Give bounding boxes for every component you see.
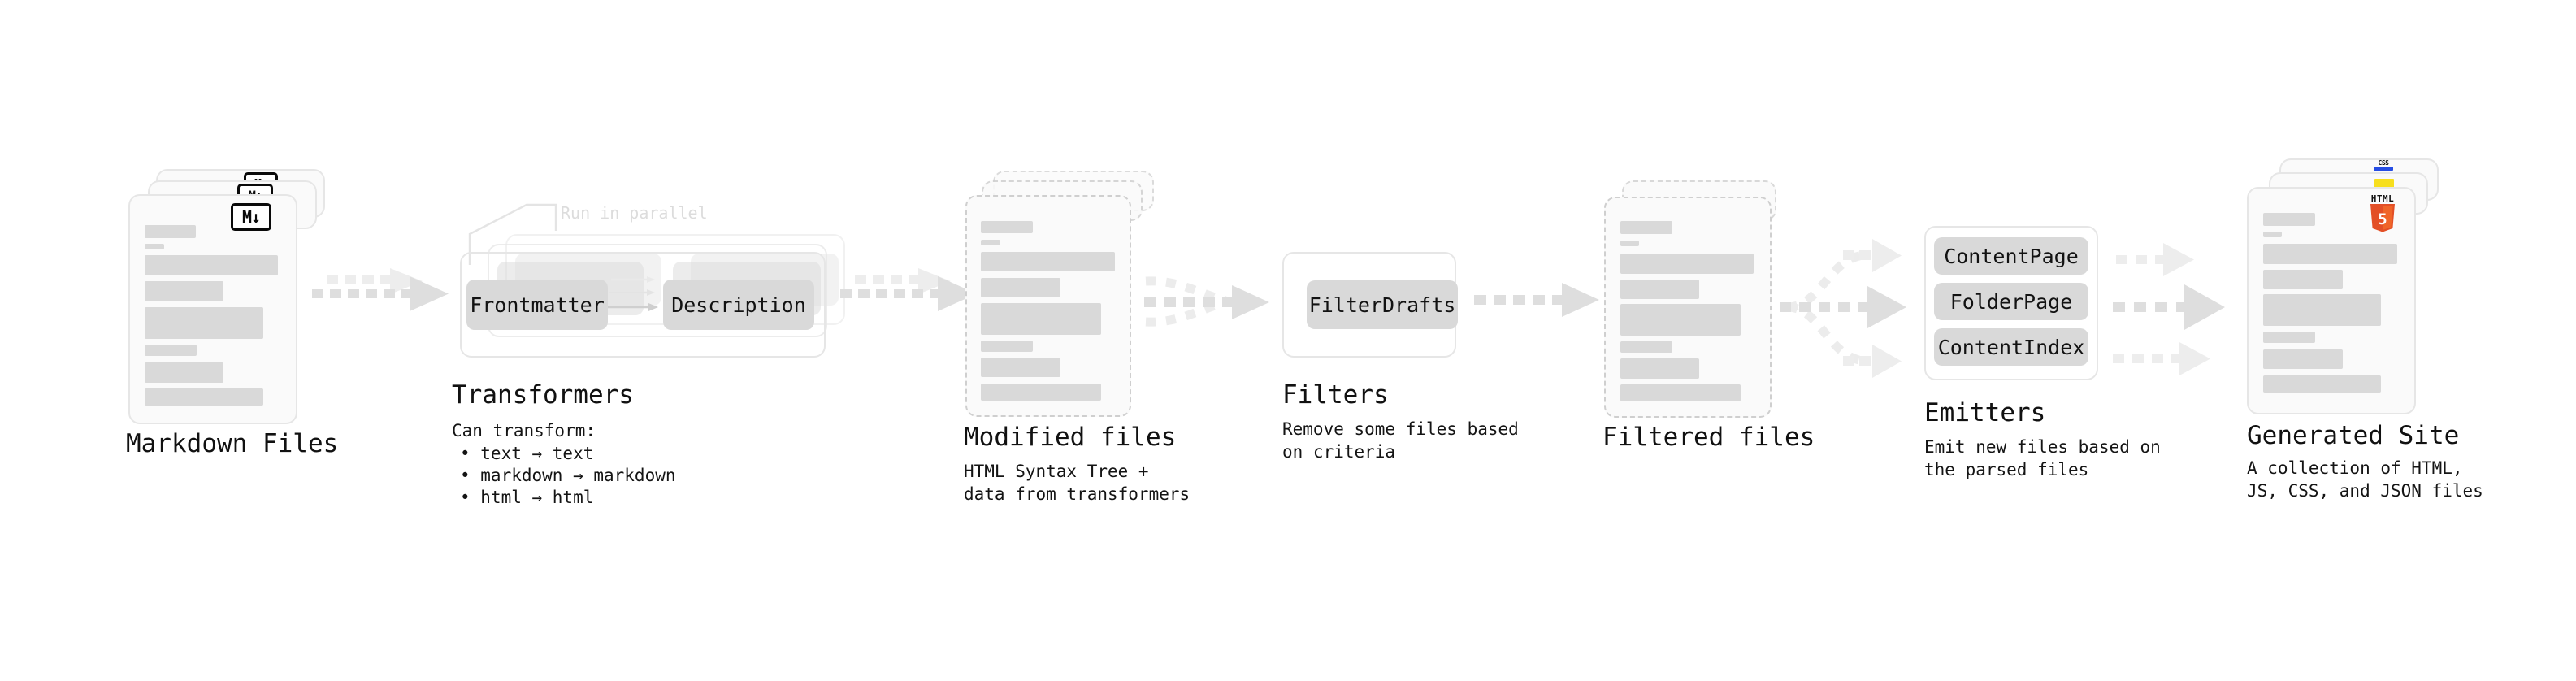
- html5-badge-label: HTML: [2370, 193, 2395, 204]
- transformer-pill-description[interactable]: Description: [663, 280, 814, 330]
- run-in-parallel-leader: [468, 203, 557, 265]
- generated-site-subtitle: A collection of HTML, JS, CSS, and JSON …: [2247, 458, 2483, 501]
- skeleton-line: [1620, 358, 1699, 379]
- skeleton-line: [145, 244, 164, 249]
- skeleton-line: [145, 345, 197, 356]
- run-in-parallel-label: Run in parallel: [561, 203, 708, 223]
- emitter-pill-contentindex[interactable]: ContentIndex: [1934, 328, 2088, 366]
- skeleton-line: [1620, 304, 1741, 336]
- arrow-filtered-to-emitters: [1780, 239, 1906, 378]
- skeleton-line: [1620, 280, 1699, 299]
- markdown-badge: M↓: [231, 203, 271, 231]
- emitters-title: Emitters: [1924, 398, 2046, 427]
- modified-files-title: Modified files: [964, 423, 1177, 452]
- transformers-subtitle: Can transform:: [452, 421, 596, 440]
- html5-badge: HTML 5: [2369, 193, 2396, 234]
- skeleton-line: [1620, 221, 1672, 234]
- skeleton-line: [2263, 213, 2315, 226]
- skeleton-line: [981, 340, 1033, 352]
- filters-subtitle: Remove some files based on criteria: [1282, 419, 1519, 462]
- skeleton-line: [1620, 384, 1741, 401]
- arrow-transformers-to-modified: [840, 268, 977, 311]
- skeleton-line: [1620, 241, 1639, 246]
- modified-files-subtitle: HTML Syntax Tree + data from transformer…: [964, 462, 1190, 505]
- skeleton-line: [1620, 254, 1754, 274]
- skeleton-line: [2263, 375, 2381, 393]
- skeleton-line: [981, 252, 1115, 271]
- skeleton-line: [2263, 349, 2343, 369]
- emitter-pill-contentpage[interactable]: ContentPage: [1934, 237, 2088, 275]
- skeleton-line: [1620, 341, 1672, 353]
- skeleton-line: [981, 384, 1101, 401]
- skeleton-line: [981, 303, 1101, 335]
- arrow-emitters-to-site: [2113, 243, 2225, 375]
- generated-site-title: Generated Site: [2247, 421, 2460, 450]
- skeleton-line: [145, 281, 223, 301]
- filtered-files-title: Filtered files: [1602, 423, 1815, 452]
- skeleton-line: [145, 388, 263, 406]
- transformers-bullet-1: • markdown → markdown: [460, 466, 676, 485]
- transformers-bullet-2: • html → html: [460, 488, 594, 507]
- arrow-modified-to-filters: [1144, 276, 1269, 327]
- filter-pill-filterdrafts[interactable]: FilterDrafts: [1307, 280, 1458, 329]
- skeleton-line: [2263, 232, 2282, 237]
- markdown-files-title: Markdown Files: [126, 429, 339, 458]
- skeleton-line: [145, 225, 196, 238]
- emitter-pill-folderpage[interactable]: FolderPage: [1934, 283, 2088, 320]
- css-badge-label: CSS: [2378, 159, 2389, 167]
- emitters-subtitle: Emit new files based on the parsed files: [1924, 437, 2161, 480]
- skeleton-line: [2263, 244, 2397, 264]
- transformer-stack-front: [460, 252, 826, 358]
- emitters-container: [1924, 226, 2098, 380]
- arrow-filters-to-filtered: [1474, 283, 1599, 317]
- skeleton-line: [981, 240, 1000, 245]
- skeleton-line: [145, 362, 223, 383]
- css3-badge: CSS: [2374, 159, 2393, 171]
- arrow-markdown-to-transformers: [312, 268, 449, 311]
- filters-title: Filters: [1282, 380, 1389, 410]
- skeleton-line: [145, 255, 278, 275]
- svg-text:5: 5: [2378, 210, 2387, 228]
- skeleton-line: [2263, 332, 2315, 343]
- transformer-pill-frontmatter[interactable]: Frontmatter: [466, 280, 608, 330]
- transformers-title: Transformers: [452, 380, 634, 410]
- skeleton-line: [981, 278, 1060, 297]
- skeleton-line: [2263, 270, 2343, 289]
- skeleton-line: [981, 221, 1033, 233]
- transformers-bullet-0: • text → text: [460, 444, 594, 463]
- skeleton-line: [981, 358, 1060, 377]
- skeleton-line: [145, 307, 263, 339]
- skeleton-line: [2263, 294, 2381, 326]
